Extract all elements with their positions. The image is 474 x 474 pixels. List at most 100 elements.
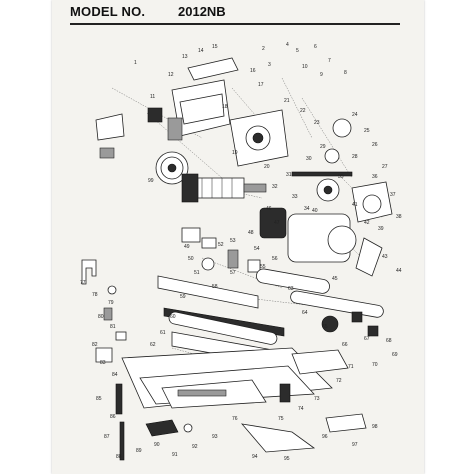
callout-number: 94 [252,454,258,460]
parts-sheet: MODEL NO. 2012NB [52,0,424,474]
callout-number: 11 [150,94,155,100]
callout-number: 73 [314,396,320,402]
callout-number: 52 [218,242,224,248]
callout-number: 54 [254,246,260,252]
callout-number: 59 [180,294,186,300]
armature [181,173,267,203]
callout-number: 90 [154,442,160,448]
callout-number: 23 [314,120,320,126]
callout-number: 24 [352,112,358,118]
callout-number: 26 [372,142,378,148]
sheet-header: MODEL NO. 2012NB [70,4,400,22]
callout-number: 53 [230,238,236,244]
callout-number: 15 [212,44,218,50]
callout-number: 5 [296,48,299,54]
callout-number: 13 [182,54,188,60]
callout-number: 71 [348,364,354,370]
motor-housing [167,57,239,141]
callout-number: 27 [382,164,388,170]
callout-number: 14 [198,48,204,54]
callout-number: 77 [80,280,86,286]
callout-number: 58 [212,284,218,290]
callout-number: 57 [230,270,236,276]
callout-number: 69 [392,352,398,358]
callout-number: 51 [194,270,200,276]
callout-number: 85 [96,396,102,402]
callout-number: 55 [260,264,266,270]
callout-number: 34 [304,206,310,212]
callout-number: 80 [98,314,104,320]
callout-number: 6 [314,44,317,50]
callout-number: 33 [292,194,298,200]
gear-train [291,118,393,223]
base-assembly [121,347,349,409]
model-label: MODEL NO. [70,4,146,19]
callout-number: 44 [396,268,402,274]
callout-number: 32 [272,184,278,190]
callout-number: 68 [386,338,392,344]
callout-number: 65 [322,324,328,330]
base-hardware [115,383,367,461]
callout-number: 40 [312,208,318,214]
callout-number: 98 [372,424,378,430]
callout-number: 62 [150,342,156,348]
callout-number: 91 [172,452,178,458]
callout-number: 63 [288,286,294,292]
callout-number: 3 [268,62,271,68]
callout-number: 17 [258,82,264,88]
callout-number: 8 [344,70,347,76]
callout-number: 76 [232,416,238,422]
callout-number: 43 [382,254,388,260]
callout-number: 1 [134,60,137,66]
callout-number: 29 [320,144,326,150]
callout-number: 79 [108,300,114,306]
callout-number: 41 [352,202,358,208]
callout-number: 25 [364,128,370,134]
callout-number: 18 [222,104,228,110]
callout-labels: 1234567891011121314151617181920212223242… [80,42,402,462]
callout-number: 92 [192,444,198,450]
callout-number: 37 [390,192,396,198]
field-assembly [259,207,383,277]
callout-number: 49 [184,244,190,250]
callout-number: 84 [112,372,118,378]
callout-number: 83 [100,360,106,366]
callout-number: 21 [284,98,290,104]
callout-number: 82 [92,342,98,348]
feed-rollers [168,290,384,345]
callout-number: 97 [352,442,358,448]
drive-gear [95,107,189,185]
callout-number: 67 [364,336,370,342]
knob-assembly [181,227,261,273]
callout-number: 30 [306,156,312,162]
gear-housing [229,109,289,167]
model-number: 2012NB [178,4,226,19]
callout-number: 75 [278,416,284,422]
callout-number: 95 [284,456,290,462]
callout-number: 99 [148,178,154,184]
callout-number: 61 [160,330,166,336]
callout-number: 20 [264,164,270,170]
callout-number: 22 [300,108,306,114]
callout-number: 9 [320,72,323,78]
callout-number: 93 [212,434,218,440]
callout-number: 89 [136,448,142,454]
callout-number: 2 [262,46,265,52]
callout-number: 87 [104,434,110,440]
callout-number: 19 [232,150,238,156]
callout-number: 16 [250,68,256,74]
callout-number: 4 [286,42,289,48]
callout-number: 66 [342,342,348,348]
callout-number: 60 [170,314,176,320]
callout-number: 45 [332,276,338,282]
callout-number: 28 [352,154,358,160]
callout-number: 48 [248,230,254,236]
callout-number: 88 [116,454,122,460]
callout-number: 38 [396,214,402,220]
callout-number: 96 [322,434,328,440]
callout-number: 36 [372,174,378,180]
callout-number: 35 [338,174,344,180]
callout-number: 47 [274,220,280,226]
callout-number: 81 [110,324,116,330]
side-hardware [81,259,127,363]
